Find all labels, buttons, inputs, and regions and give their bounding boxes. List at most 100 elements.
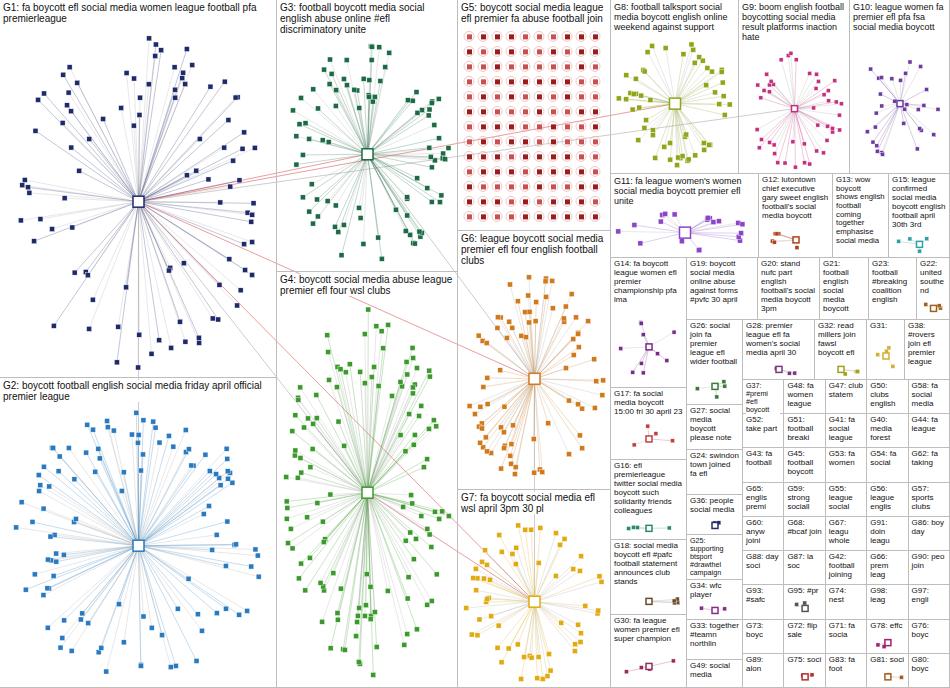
edge-line xyxy=(139,483,233,546)
vertex xyxy=(151,419,156,424)
self-loop xyxy=(534,61,544,71)
vertex xyxy=(533,319,538,324)
vertex xyxy=(223,563,228,568)
vertex xyxy=(284,516,289,521)
self-loop xyxy=(590,121,600,131)
vertex xyxy=(363,603,368,608)
vertex xyxy=(467,154,472,159)
vertex xyxy=(403,449,408,454)
edge-line xyxy=(795,81,819,108)
vertex xyxy=(624,97,629,102)
vertex xyxy=(513,562,518,567)
group-panel: G62: fa taking xyxy=(909,448,950,482)
vertex xyxy=(379,256,384,261)
vertex xyxy=(593,34,598,39)
vertex xyxy=(816,123,820,127)
self-loop xyxy=(590,151,600,161)
vertex xyxy=(579,34,584,39)
vertex xyxy=(880,104,884,108)
vertex xyxy=(467,79,472,84)
vertex xyxy=(830,126,834,130)
vertex xyxy=(32,239,37,244)
vertex xyxy=(565,49,570,54)
edge-line xyxy=(38,100,138,202)
vertex xyxy=(905,103,909,107)
edge-line xyxy=(139,473,231,546)
vertex xyxy=(498,368,503,373)
vertex xyxy=(702,147,707,152)
edge-line xyxy=(675,72,722,104)
vertex xyxy=(194,168,199,173)
self-loop xyxy=(534,91,544,101)
vertex xyxy=(307,136,312,141)
vertex xyxy=(409,493,414,498)
vertex xyxy=(875,144,879,148)
edge-line xyxy=(368,387,413,492)
vertex xyxy=(593,124,598,129)
edge-line xyxy=(323,140,368,154)
vertex xyxy=(551,124,556,129)
vertex xyxy=(510,551,515,556)
vertex xyxy=(722,112,727,117)
self-loop xyxy=(576,61,586,71)
vertex xyxy=(166,433,171,438)
vertex xyxy=(315,197,320,202)
vertex xyxy=(523,94,528,99)
group-panel: G27: social media boycott please note xyxy=(687,405,743,450)
vertex xyxy=(390,393,395,398)
edge-line xyxy=(139,546,240,615)
vertex xyxy=(356,205,361,210)
vertex xyxy=(759,138,763,142)
vertex xyxy=(226,476,231,481)
vertex xyxy=(616,229,621,234)
cross-group-line xyxy=(139,154,368,201)
self-loop xyxy=(534,136,544,146)
edge-line xyxy=(640,233,685,244)
self-loop xyxy=(576,91,586,101)
edge-line xyxy=(475,379,535,414)
vertex xyxy=(141,614,146,619)
self-loop xyxy=(506,136,516,146)
edge-line xyxy=(139,202,200,343)
edge-line xyxy=(93,430,138,546)
vertex xyxy=(815,72,819,76)
edge-line xyxy=(139,202,160,341)
vertex xyxy=(427,107,432,112)
edge-line xyxy=(139,87,211,202)
edge-line xyxy=(675,104,704,150)
vertex xyxy=(429,598,434,603)
edge-line xyxy=(100,458,139,545)
self-loop xyxy=(464,151,474,161)
vertex xyxy=(428,154,433,159)
edge-line xyxy=(139,202,254,204)
vertex xyxy=(77,168,82,173)
vertex xyxy=(300,152,305,157)
vertex xyxy=(356,659,361,664)
group-label: G67: leagu whole xyxy=(829,519,863,546)
hub-vertex xyxy=(529,596,540,607)
vertex xyxy=(650,128,655,133)
vertex xyxy=(245,608,250,613)
self-loop xyxy=(590,31,600,41)
self-loop xyxy=(590,106,600,116)
vertex xyxy=(393,207,398,212)
vertex xyxy=(499,466,504,471)
vertex xyxy=(526,293,531,298)
vertex xyxy=(475,633,480,638)
self-loop xyxy=(520,166,530,176)
edge-line xyxy=(477,602,534,636)
self-loop xyxy=(576,166,586,176)
vertex xyxy=(636,138,641,143)
vertex xyxy=(537,64,542,69)
edge-line xyxy=(43,546,138,595)
self-loop xyxy=(478,121,488,131)
vertex xyxy=(567,452,572,457)
vertex xyxy=(85,273,90,278)
self-loop xyxy=(506,76,516,86)
edge-line xyxy=(368,125,435,154)
self-loop xyxy=(576,136,586,146)
vertex xyxy=(427,374,432,379)
vertex xyxy=(837,113,841,117)
vertex xyxy=(571,337,576,342)
vertex xyxy=(561,316,566,321)
